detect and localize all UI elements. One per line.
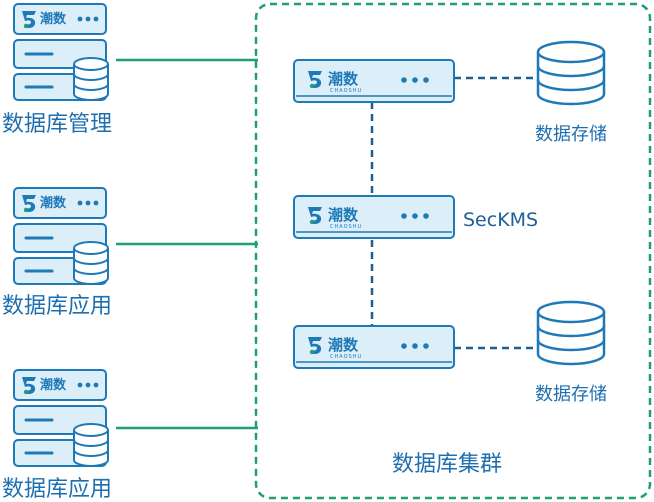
server-rack-icon — [14, 370, 108, 466]
kms-label: SecKMS — [463, 209, 539, 231]
server-rack-icon — [14, 4, 108, 100]
appliance-icon — [294, 326, 454, 368]
storage-label: 数据存储 — [535, 384, 607, 405]
left-server-label: 数据库应用 — [2, 477, 113, 502]
database-icon — [536, 300, 606, 366]
server-rack-icon — [14, 188, 108, 284]
left-server-label: 数据库应用 — [2, 294, 113, 319]
storage-label: 数据存储 — [535, 124, 607, 145]
cluster-boundary — [254, 2, 652, 500]
appliance-icon — [294, 60, 454, 102]
database-icon — [536, 40, 606, 106]
cluster-label: 数据库集群 — [392, 452, 503, 477]
left-server-label: 数据库管理 — [2, 112, 113, 137]
appliance-icon — [294, 196, 454, 238]
